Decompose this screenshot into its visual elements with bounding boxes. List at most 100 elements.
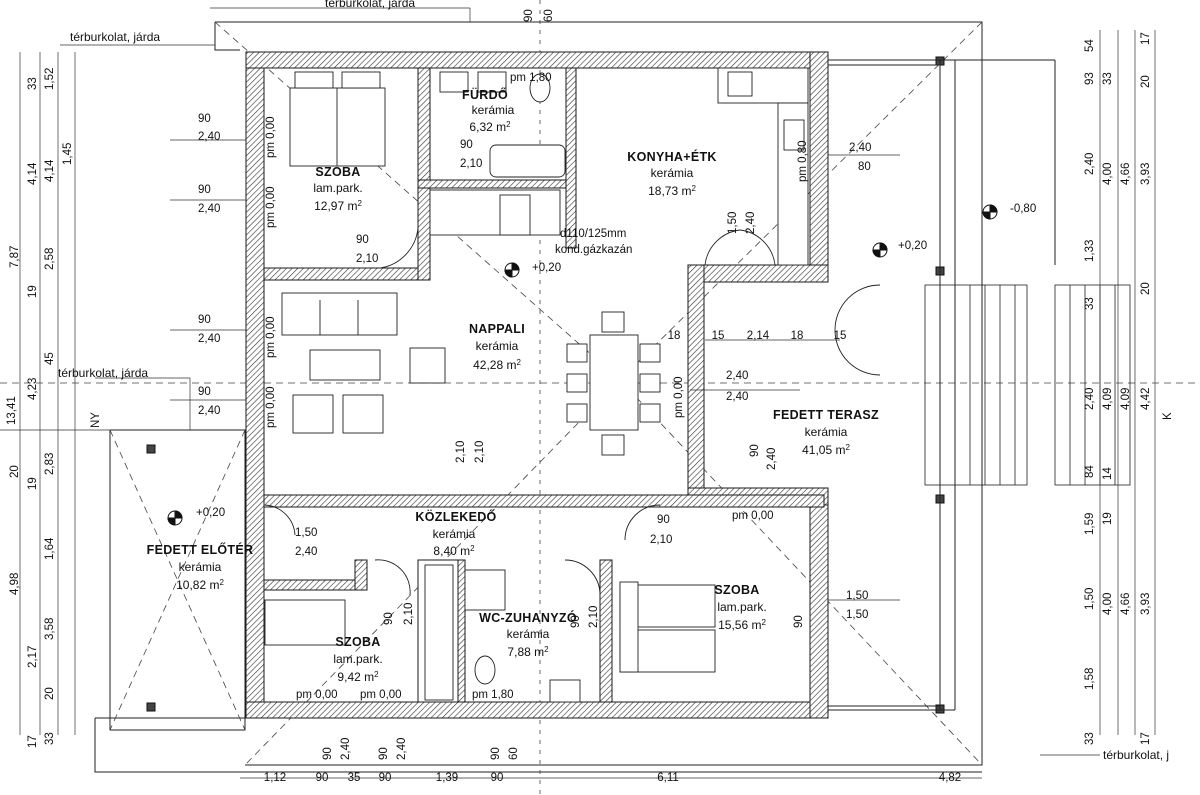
level-eloter: +0,20 xyxy=(196,507,226,519)
right-dim: 19 xyxy=(1102,512,1114,525)
opening-label: 60 xyxy=(543,9,555,22)
opening-label: 1,50 xyxy=(846,609,869,621)
note-terburkolat-top: térburkolat, járda xyxy=(325,0,416,10)
right-dim: 84 xyxy=(1084,465,1096,478)
right-dim: 3,93 xyxy=(1140,592,1152,615)
compass-ny: NY xyxy=(90,412,102,428)
room-name-nappali: NAPPALI xyxy=(468,322,526,336)
right-dim: 2,40 xyxy=(1084,387,1096,410)
opening-label: 90 xyxy=(749,444,761,457)
room-area-nappali: 42,28 m2 xyxy=(473,358,521,372)
left-dim: 7,87 xyxy=(9,245,21,268)
room-area-eloter: 10,82 m2 xyxy=(176,578,224,592)
left-dim: 19 xyxy=(27,285,39,298)
opening-label: 2,40 xyxy=(766,447,778,470)
room-area-terasz: 41,05 m2 xyxy=(802,443,850,457)
bottom-dim: 6,11 xyxy=(657,772,679,784)
right-dim: 54 xyxy=(1084,39,1096,52)
site-outline xyxy=(94,21,983,773)
right-dim: 4,09 xyxy=(1120,387,1132,410)
left-dim-outer: 13,41 xyxy=(6,396,18,425)
pm-label: pm 0,00 xyxy=(673,376,685,418)
opening-label: 90 xyxy=(356,234,369,246)
right-dim: 93 xyxy=(1084,72,1096,85)
level-outside: -0,80 xyxy=(1010,203,1037,215)
bottom-dim: 90 xyxy=(315,772,329,784)
furniture xyxy=(264,67,809,703)
opening-label: 2,40 xyxy=(726,391,749,403)
opening-label: 2,10 xyxy=(460,158,483,170)
compass-k: K xyxy=(1162,412,1174,420)
room-area-kozlekedo: 8,40 m2 xyxy=(433,544,475,558)
left-dim: 19 xyxy=(27,477,39,490)
right-dim: 1,59 xyxy=(1084,512,1096,535)
pm-label: pm 1,80 xyxy=(472,689,514,701)
opening-label: 90 xyxy=(198,386,211,398)
room-name-kozlekedo: KÖZLEKEDŐ xyxy=(415,510,497,524)
pm-label: pm 0,00 xyxy=(265,386,277,428)
right-dim: 20 xyxy=(1140,75,1152,88)
opening-label: 2,40 xyxy=(198,333,221,345)
right-dim: 3,93 xyxy=(1140,162,1152,185)
right-dim: 4,00 xyxy=(1102,162,1114,185)
room-floor-kozlekedo: kerámia xyxy=(432,527,476,541)
pm-label: pm 1,80 xyxy=(510,72,552,84)
steps-left xyxy=(924,284,1028,486)
opening-label: 2,10 xyxy=(474,440,486,463)
opening-label: 90 xyxy=(657,514,670,526)
opening-label: 90 xyxy=(383,612,395,625)
left-dim: 1,45 xyxy=(62,142,74,165)
opening-label: 2,40 xyxy=(340,737,352,760)
note-terburkolat-mid: térburkolat, járda xyxy=(58,366,149,380)
opening-label: 2,40 xyxy=(198,203,221,215)
opening-label: 80 xyxy=(858,161,871,173)
right-dim: 17 xyxy=(1140,32,1152,45)
right-dim: 4,00 xyxy=(1102,592,1114,615)
room-name-wc: WC-ZUHANYZÓ xyxy=(479,611,577,625)
door-swings xyxy=(264,227,881,596)
opening-label: 2,40 xyxy=(745,211,757,234)
opening-label: 90 xyxy=(198,314,211,326)
left-dim: 17 xyxy=(27,735,39,748)
opening-label: 2,40 xyxy=(396,737,408,760)
left-dim: 2,17 xyxy=(27,645,39,668)
dimension-lines xyxy=(0,7,1156,779)
room-name-eloter: FEDETT ELŐTÉR xyxy=(146,543,254,557)
inner-dim: 15 xyxy=(711,330,725,342)
note-terburkolat-bottom: térburkolat, j xyxy=(1103,748,1170,762)
room-area-konyha: 18,73 m2 xyxy=(648,184,696,198)
opening-label: 1,50 xyxy=(727,211,739,234)
right-dim: 33 xyxy=(1084,732,1096,745)
opening-label: 2,40 xyxy=(726,370,749,382)
room-floor-nappali: kerámia xyxy=(475,339,519,353)
opening-label: 2,40 xyxy=(295,546,318,558)
right-dim: 17 xyxy=(1140,732,1152,745)
opening-label: 60 xyxy=(508,747,520,760)
room-area-szoba2: 9,42 m2 xyxy=(337,670,379,684)
opening-label: 90 xyxy=(570,615,582,628)
room-name-szoba3: SZOBA xyxy=(714,583,760,597)
left-dim: 3,58 xyxy=(44,617,56,640)
opening-label: 90 xyxy=(460,139,473,151)
room-name-furdo: FÜRDŐ xyxy=(462,88,508,102)
left-dim: 4,98 xyxy=(9,572,21,595)
opening-label: 2,10 xyxy=(403,602,415,625)
inner-dim: 15 xyxy=(833,330,847,342)
room-area-wc: 7,88 m2 xyxy=(507,645,549,659)
opening-label: 90 xyxy=(322,747,334,760)
opening-label: 90 xyxy=(793,615,805,628)
opening-label: 2,40 xyxy=(849,142,872,154)
left-dim: 20 xyxy=(44,687,56,700)
left-dim: 45 xyxy=(44,352,56,365)
right-dim: 1,33 xyxy=(1084,239,1096,262)
bottom-dim: 90 xyxy=(378,772,392,784)
opening-label: 2,10 xyxy=(650,534,673,546)
inner-dim: 2,14 xyxy=(746,330,770,342)
room-floor-konyha: kerámia xyxy=(650,166,694,180)
room-name-terasz: FEDETT TERASZ xyxy=(773,408,879,422)
room-name-konyha: KONYHA+ÉTK xyxy=(627,150,717,164)
inner-dim: 18 xyxy=(667,330,681,342)
pm-label: pm 0,00 xyxy=(360,689,402,701)
left-dim: 4,14 xyxy=(44,159,56,182)
